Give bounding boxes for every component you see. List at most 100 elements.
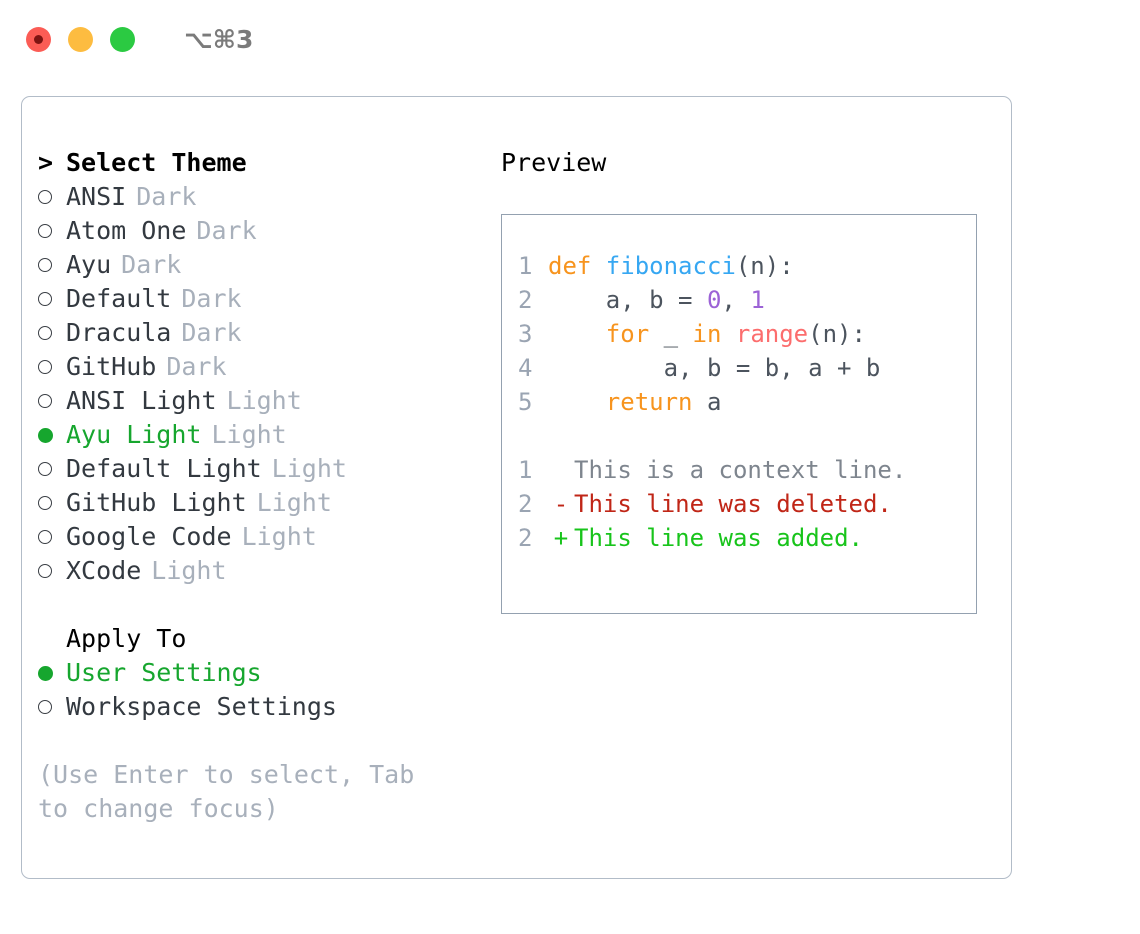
- radio-glyph: [38, 530, 52, 544]
- radio-glyph: [38, 224, 52, 238]
- radio-unselected-icon: [38, 360, 66, 374]
- apply-to-option[interactable]: User Settings: [38, 656, 468, 690]
- theme-option[interactable]: Default Light Light: [38, 452, 468, 486]
- code-token-plain: (n):: [808, 320, 866, 348]
- radio-glyph: [38, 292, 52, 306]
- theme-option-label: Atom One: [66, 216, 187, 245]
- code-line-number: 2: [518, 286, 533, 314]
- theme-option-label: Ayu Light: [66, 420, 202, 449]
- code-line-text: a, b = 0, 1: [548, 283, 765, 317]
- theme-option-variant: Light: [241, 522, 317, 551]
- caret-icon: >: [38, 148, 54, 177]
- theme-option-label: Ayu: [66, 250, 112, 279]
- close-button-icon[interactable]: [26, 26, 51, 52]
- radio-glyph: [38, 462, 52, 476]
- preview-title: Preview: [501, 148, 607, 177]
- code-line-number: 5: [518, 388, 533, 416]
- theme-option-variant: Dark: [181, 318, 242, 347]
- minimize-button-icon[interactable]: [68, 26, 93, 52]
- radio-glyph: [38, 258, 52, 272]
- diff-line-number: 2: [518, 490, 533, 518]
- radio-glyph: [38, 564, 52, 578]
- code-token-plain: [548, 388, 606, 416]
- radio-unselected-icon: [38, 224, 66, 238]
- radio-unselected-icon: [38, 496, 66, 510]
- theme-option-variant: Light: [256, 488, 332, 517]
- theme-option-label: GitHub Light: [66, 488, 247, 517]
- theme-option-label: GitHub: [66, 352, 157, 381]
- radio-unselected-icon: [38, 462, 66, 476]
- diff-line-context: 1 This is a context line.: [518, 453, 976, 487]
- radio-glyph: [38, 700, 52, 714]
- code-token-plain: _: [649, 320, 693, 348]
- theme-option-label: ANSI Light: [66, 386, 217, 415]
- code-token-plain: [548, 320, 606, 348]
- apply-to-option-label: User Settings: [66, 658, 262, 687]
- code-token-keyword: def: [548, 252, 606, 280]
- traffic-lights: [26, 26, 135, 52]
- code-line-text: for _ in range(n):: [548, 317, 866, 351]
- diff-marker: -: [553, 490, 569, 518]
- code-token-keyword: for: [605, 320, 650, 348]
- code-token-function: fibonacci: [605, 252, 736, 280]
- code-spacer: [518, 419, 976, 453]
- theme-option-variant: Light: [271, 454, 347, 483]
- code-line: 4 a, b = b, a + b: [518, 351, 976, 385]
- title-bar: ⌥⌘3: [0, 0, 1140, 78]
- code-line-number: 1: [518, 252, 533, 280]
- code-token-plain: a: [692, 388, 722, 416]
- radio-unselected-icon: [38, 326, 66, 340]
- diff-line-number: 1: [518, 456, 533, 484]
- code-token-keyword: return: [605, 388, 693, 416]
- diff-line-added: 2+This line was added.: [518, 521, 976, 555]
- code-token-call: range: [735, 320, 809, 348]
- apply-to-option-label: Workspace Settings: [66, 692, 337, 721]
- radio-unselected-icon: [38, 292, 66, 306]
- code-token-plain: ,: [721, 286, 751, 314]
- select-theme-heading: > Select Theme: [38, 146, 468, 180]
- theme-option-variant: Dark: [181, 284, 242, 313]
- theme-option[interactable]: GitHub Dark: [38, 350, 468, 384]
- code-line-text: a, b = b, a + b: [548, 351, 881, 385]
- theme-option-label: Default Light: [66, 454, 262, 483]
- apply-to-option[interactable]: Workspace Settings: [38, 690, 468, 724]
- code-line: 2 a, b = 0, 1: [518, 283, 976, 317]
- select-theme-heading-label: Select Theme: [66, 148, 247, 177]
- theme-option-variant: Light: [226, 386, 302, 415]
- code-line-text: return a: [548, 385, 722, 419]
- keyboard-hint: (Use Enter to select, Tab to change focu…: [38, 760, 430, 823]
- radio-unselected-icon: [38, 394, 66, 408]
- code-token-number: 0: [706, 286, 722, 314]
- diff-marker: +: [553, 524, 569, 552]
- diff-marker: [548, 453, 574, 487]
- diff-line-deleted: 2-This line was deleted.: [518, 487, 976, 521]
- zoom-button-icon[interactable]: [110, 26, 135, 52]
- theme-option-variant: Light: [151, 556, 227, 585]
- theme-option-variant: Dark: [166, 352, 227, 381]
- theme-option[interactable]: GitHub Light Light: [38, 486, 468, 520]
- diff-line-number: 2: [518, 524, 533, 552]
- radio-unselected-icon: [38, 700, 66, 714]
- theme-option[interactable]: ANSI Light Light: [38, 384, 468, 418]
- code-line: 3 for _ in range(n):: [518, 317, 976, 351]
- radio-unselected-icon: [38, 530, 66, 544]
- radio-glyph: [38, 360, 52, 374]
- radio-glyph: [38, 326, 52, 340]
- radio-glyph: [38, 427, 53, 443]
